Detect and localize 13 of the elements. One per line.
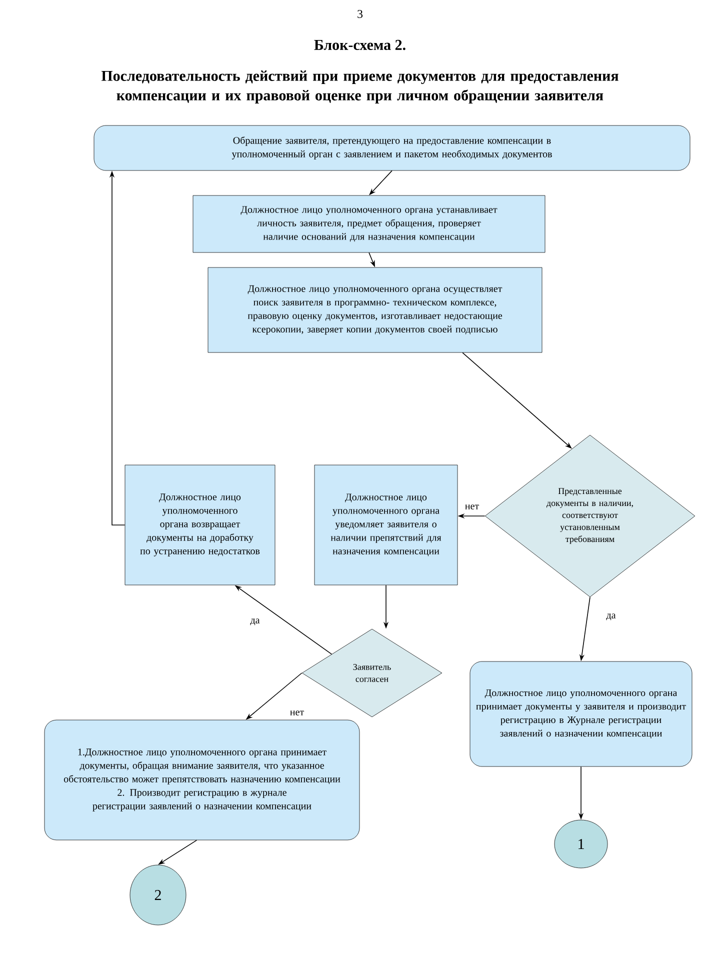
process-box: 1.Должностное лицо уполномоченного органа принимает документы, обращая внимание заявителя, что указанное обстоятельство может препятствовать назначению компенсации 2. Производит регистрацию в журнале регистрации заявлений о назначении компенсации <box>44 720 360 840</box>
title: Блок-схема 2. <box>314 40 406 50</box>
edge-label: нет <box>464 504 480 510</box>
subtitle: Последовательность действий при приеме документов для предоставления компенсации и их правовой оценке при личном обращении заявителя <box>101 70 618 104</box>
process-box: Должностное лицо уполномоченного органа устанавливает личность заявителя, предмет обращения, проверяет наличие оснований для назначения компенсации <box>192 195 546 253</box>
edge-label: да <box>605 612 617 622</box>
edge-label: да <box>249 618 261 626</box>
process-box: Обращение заявителя, претендующего на предоставление компенсации в уполномоченный орган с заявлением и пакетом необходимых документов <box>94 125 690 171</box>
process-box: Должностное лицо уполномоченного органа возвращает документы на доработку по устранению недостатков <box>124 464 276 586</box>
process-box: Должностное лицо уполномоченного органа принимает документы у заявителя и производит регистрацию в Журнале регистрации заявлений о назначении компенсации <box>470 661 692 767</box>
page-number: 3 <box>358 10 363 18</box>
process-box: Должностное лицо уполномоченного органа осуществляет поиск заявителя в программно- техническом комплексе, правовую оценку документов, изготавливает недостающие ксерокопии, заверяет копии документов своей подписью <box>208 267 542 353</box>
process-box: Должностное лицо уполномоченного органа уведомляет заявителя о наличии препятствий для назначения компенсации <box>314 464 458 586</box>
